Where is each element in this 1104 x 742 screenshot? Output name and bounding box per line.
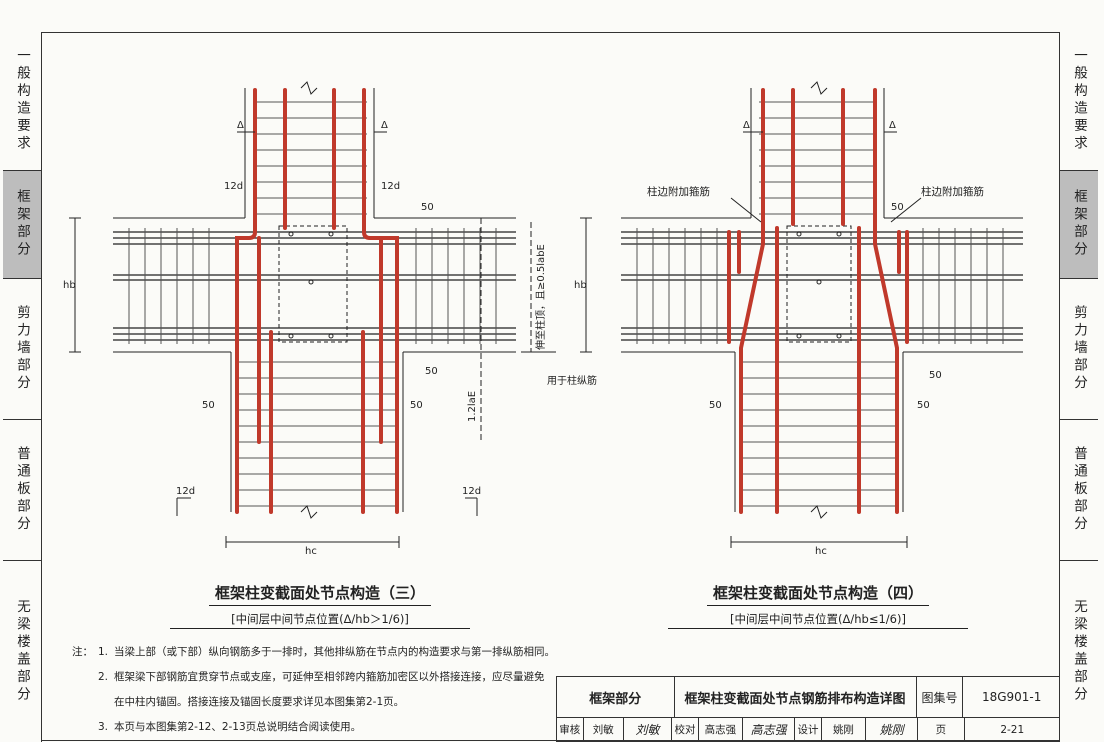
tab-general-right[interactable]: 一般构造要求 [1060,32,1098,171]
dim-12d: 12d [462,486,481,497]
dim-50: 50 [929,370,942,381]
reviewer-signature: 刘敏 [624,718,673,741]
delta-label: Δ [237,120,244,131]
check-label: 校对 [672,718,699,741]
left-section-tabs: 一般构造要求 框架部分 剪力墙部分 普通板部分 无梁楼盖部分 [3,32,42,742]
dim-50: 50 [891,202,904,213]
detail-left [69,81,556,548]
page-number: 2-21 [1000,723,1025,736]
delta-label: Δ [889,120,896,131]
caption-subtitle: [中间层中间节点位置(Δ/hb＞1/6)] [170,611,470,629]
review-label: 审核 [557,718,584,741]
detail-right [580,81,1023,548]
delta-label: Δ [743,120,750,131]
right-section-tabs: 一般构造要求 框架部分 剪力墙部分 普通板部分 无梁楼盖部分 [1059,32,1098,742]
dim-12d: 12d [224,181,243,192]
note-item: 注： 1. 当梁上部（或下部）纵向钢筋多于一排时，其他排纵筋在节点内的构造要求与… [72,640,572,665]
caption-title: 框架柱变截面处节点构造（四） [706,582,929,606]
caption-left: 框架柱变截面处节点构造（三） [中间层中间节点位置(Δ/hb＞1/6)] [170,582,470,629]
notes-lead: 注： [72,646,93,658]
checker-name: 高志强 [699,718,744,741]
caption-subtitle: [中间层中间节点位置(Δ/hb≤1/6)] [668,611,968,629]
dim-50: 50 [425,366,438,377]
dim-50: 50 [202,400,215,411]
tab-shear-wall-right[interactable]: 剪力墙部分 [1060,279,1098,420]
title-block: 框架部分 框架柱变截面处节点钢筋排布构造详图 图集号 18G901-1 审核 刘… [556,676,1060,742]
caption-right: 框架柱变截面处节点构造（四） [中间层中间节点位置(Δ/hb≤1/6)] [668,582,968,629]
atlas-number: 18G901-1 [981,690,1042,704]
tab-general[interactable]: 一般构造要求 [3,32,41,171]
dim-50: 50 [709,400,722,411]
tab-frame[interactable]: 框架部分 [3,170,41,280]
checker-signature: 高志强 [743,718,796,741]
additional-stirrup-label: 柱边附加箍筋 [921,185,984,198]
designer-signature: 姚刚 [866,718,919,741]
notes: 注： 1. 当梁上部（或下部）纵向钢筋多于一排时，其他排纵筋在节点内的构造要求与… [72,640,572,740]
sheet-bottom-border [41,740,1059,741]
tab-flat-slab-right[interactable]: 无梁楼盖部分 [1071,598,1087,704]
dim-50: 50 [410,400,423,411]
for-column-bar-label: 用于柱纵筋 [547,374,597,387]
tab-slab[interactable]: 普通板部分 [3,420,41,561]
note-item: 在中柱内锚固。搭接连接及锚固长度要求详见本图集第2-1页。 [114,696,405,708]
additional-stirrup-label: 柱边附加箍筋 [647,185,710,198]
dim-50: 50 [917,400,930,411]
lap-length-label: 1.2laE [467,391,478,422]
page-label: 页 [918,718,965,741]
sheet-top-border [41,32,1059,33]
dim-hc: hc [305,546,317,557]
caption-title: 框架柱变截面处节点构造（三） [208,582,431,606]
dim-hb: hb [63,280,76,291]
dim-50: 50 [421,202,434,213]
tab-frame-right[interactable]: 框架部分 [1060,170,1098,280]
dim-hb: hb [574,280,587,291]
note-item: 2. 框架梁下部钢筋宜贯穿节点或支座，可延伸至相邻跨内箍筋加密区以外搭接连接，应… [98,671,545,683]
tab-flat-slab[interactable]: 无梁楼盖部分 [14,598,30,704]
designer-name: 姚刚 [822,718,867,741]
tab-slab-right[interactable]: 普通板部分 [1060,420,1098,561]
dim-12d: 12d [176,486,195,497]
extend-label: 伸至柱顶，且≥0.5labE [534,244,547,350]
reviewer-name: 刘敏 [584,718,624,741]
drawing-title: 框架柱变截面处节点钢筋排布构造详图 [675,677,917,717]
dim-hc: hc [815,546,827,557]
tab-shear-wall[interactable]: 剪力墙部分 [3,279,41,420]
atlas-label: 图集号 [917,677,964,717]
detail-drawings: Δ Δ 12d 12d 50 hb hc 12d 12d 50 50 50 1.… [63,81,1023,557]
dim-12d: 12d [381,181,400,192]
delta-label: Δ [381,120,388,131]
note-item: 3. 本页与本图集第2-12、2-13页总说明结合阅读使用。 [98,721,362,733]
section-name: 框架部分 [557,677,675,717]
design-label: 设计 [795,718,822,741]
